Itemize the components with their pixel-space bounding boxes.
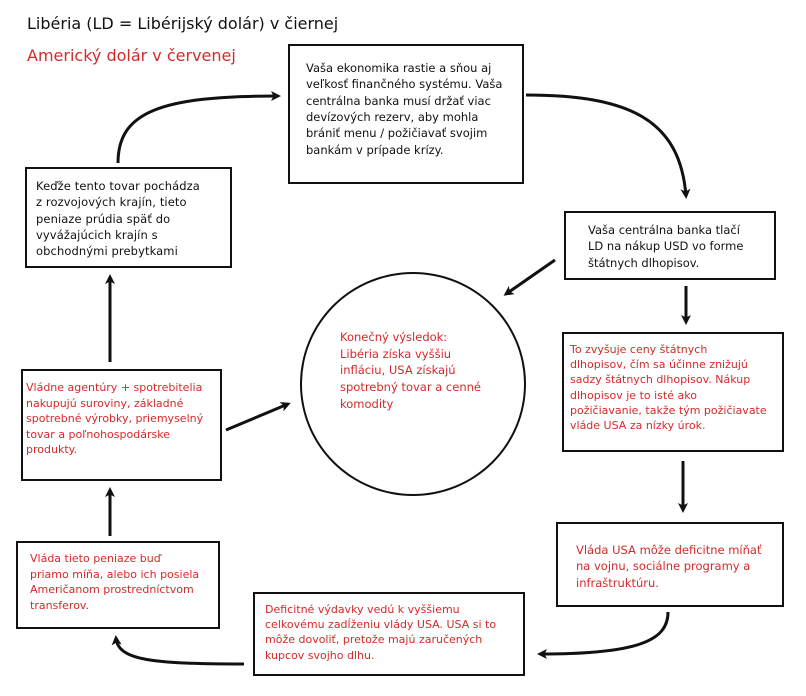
- final-result-text: Konečný výsledok: Libéria získa vyššiu i…: [340, 330, 481, 411]
- raises-prices-text: To zvyšuje ceny štátnych dlhopisov, čím …: [570, 343, 767, 432]
- legend-black-text: Libéria (LD = Libérijský dolár) v čierne…: [27, 14, 339, 33]
- government-spends-box: Vláda tieto peniaze buď priamo míňa, ale…: [16, 541, 220, 629]
- arrow-economy-to-centralbank: [525, 93, 691, 199]
- usa-deficit-text: Vláda USA môže deficitne míňať na vojnu,…: [576, 543, 762, 590]
- arrow-spending-to-government: [111, 635, 245, 666]
- agencies-buy-text: Vládne agentúry + spotrebitelia nakupujú…: [26, 381, 204, 457]
- central-bank-prints-text: Vaša centrálna banka tlačí LD na nákup U…: [588, 223, 744, 270]
- final-result-circle: Konečný výsledok: Libéria získa vyššiu i…: [300, 272, 526, 496]
- arrow-agencies-to-result: [225, 402, 291, 432]
- arrow-deficit-to-spending: [537, 611, 670, 659]
- arrow-goods-to-economy: [116, 91, 281, 164]
- usa-deficit-box: Vláda USA môže deficitne míňať na vojnu,…: [556, 522, 784, 607]
- deficit-spending-text: Deficitné výdavky vedú k vyššiemu celkov…: [265, 603, 497, 662]
- agencies-buy-box: Vládne agentúry + spotrebitelia nakupujú…: [21, 369, 222, 481]
- goods-origin-box: Keďže tento tovar pochádza z rozvojových…: [25, 167, 232, 268]
- goods-origin-text: Keďže tento tovar pochádza z rozvojových…: [36, 179, 200, 259]
- arrow-centralbank-to-result: [503, 258, 556, 296]
- economy-grows-box: Vaša ekonomika rastie a sňou aj veľkosť …: [288, 44, 524, 184]
- economy-grows-text: Vaša ekonomika rastie a sňou aj veľkosť …: [306, 61, 503, 157]
- central-bank-prints-box: Vaša centrálna banka tlačí LD na nákup U…: [564, 211, 776, 280]
- raises-prices-box: To zvyšuje ceny štátnych dlhopisov, čím …: [562, 332, 784, 452]
- deficit-spending-box: Deficitné výdavky vedú k vyššiemu celkov…: [253, 592, 525, 676]
- government-spends-text: Vláda tieto peniaze buď priamo míňa, ale…: [30, 552, 200, 612]
- legend-red-text: Americký dolár v červenej: [27, 46, 236, 65]
